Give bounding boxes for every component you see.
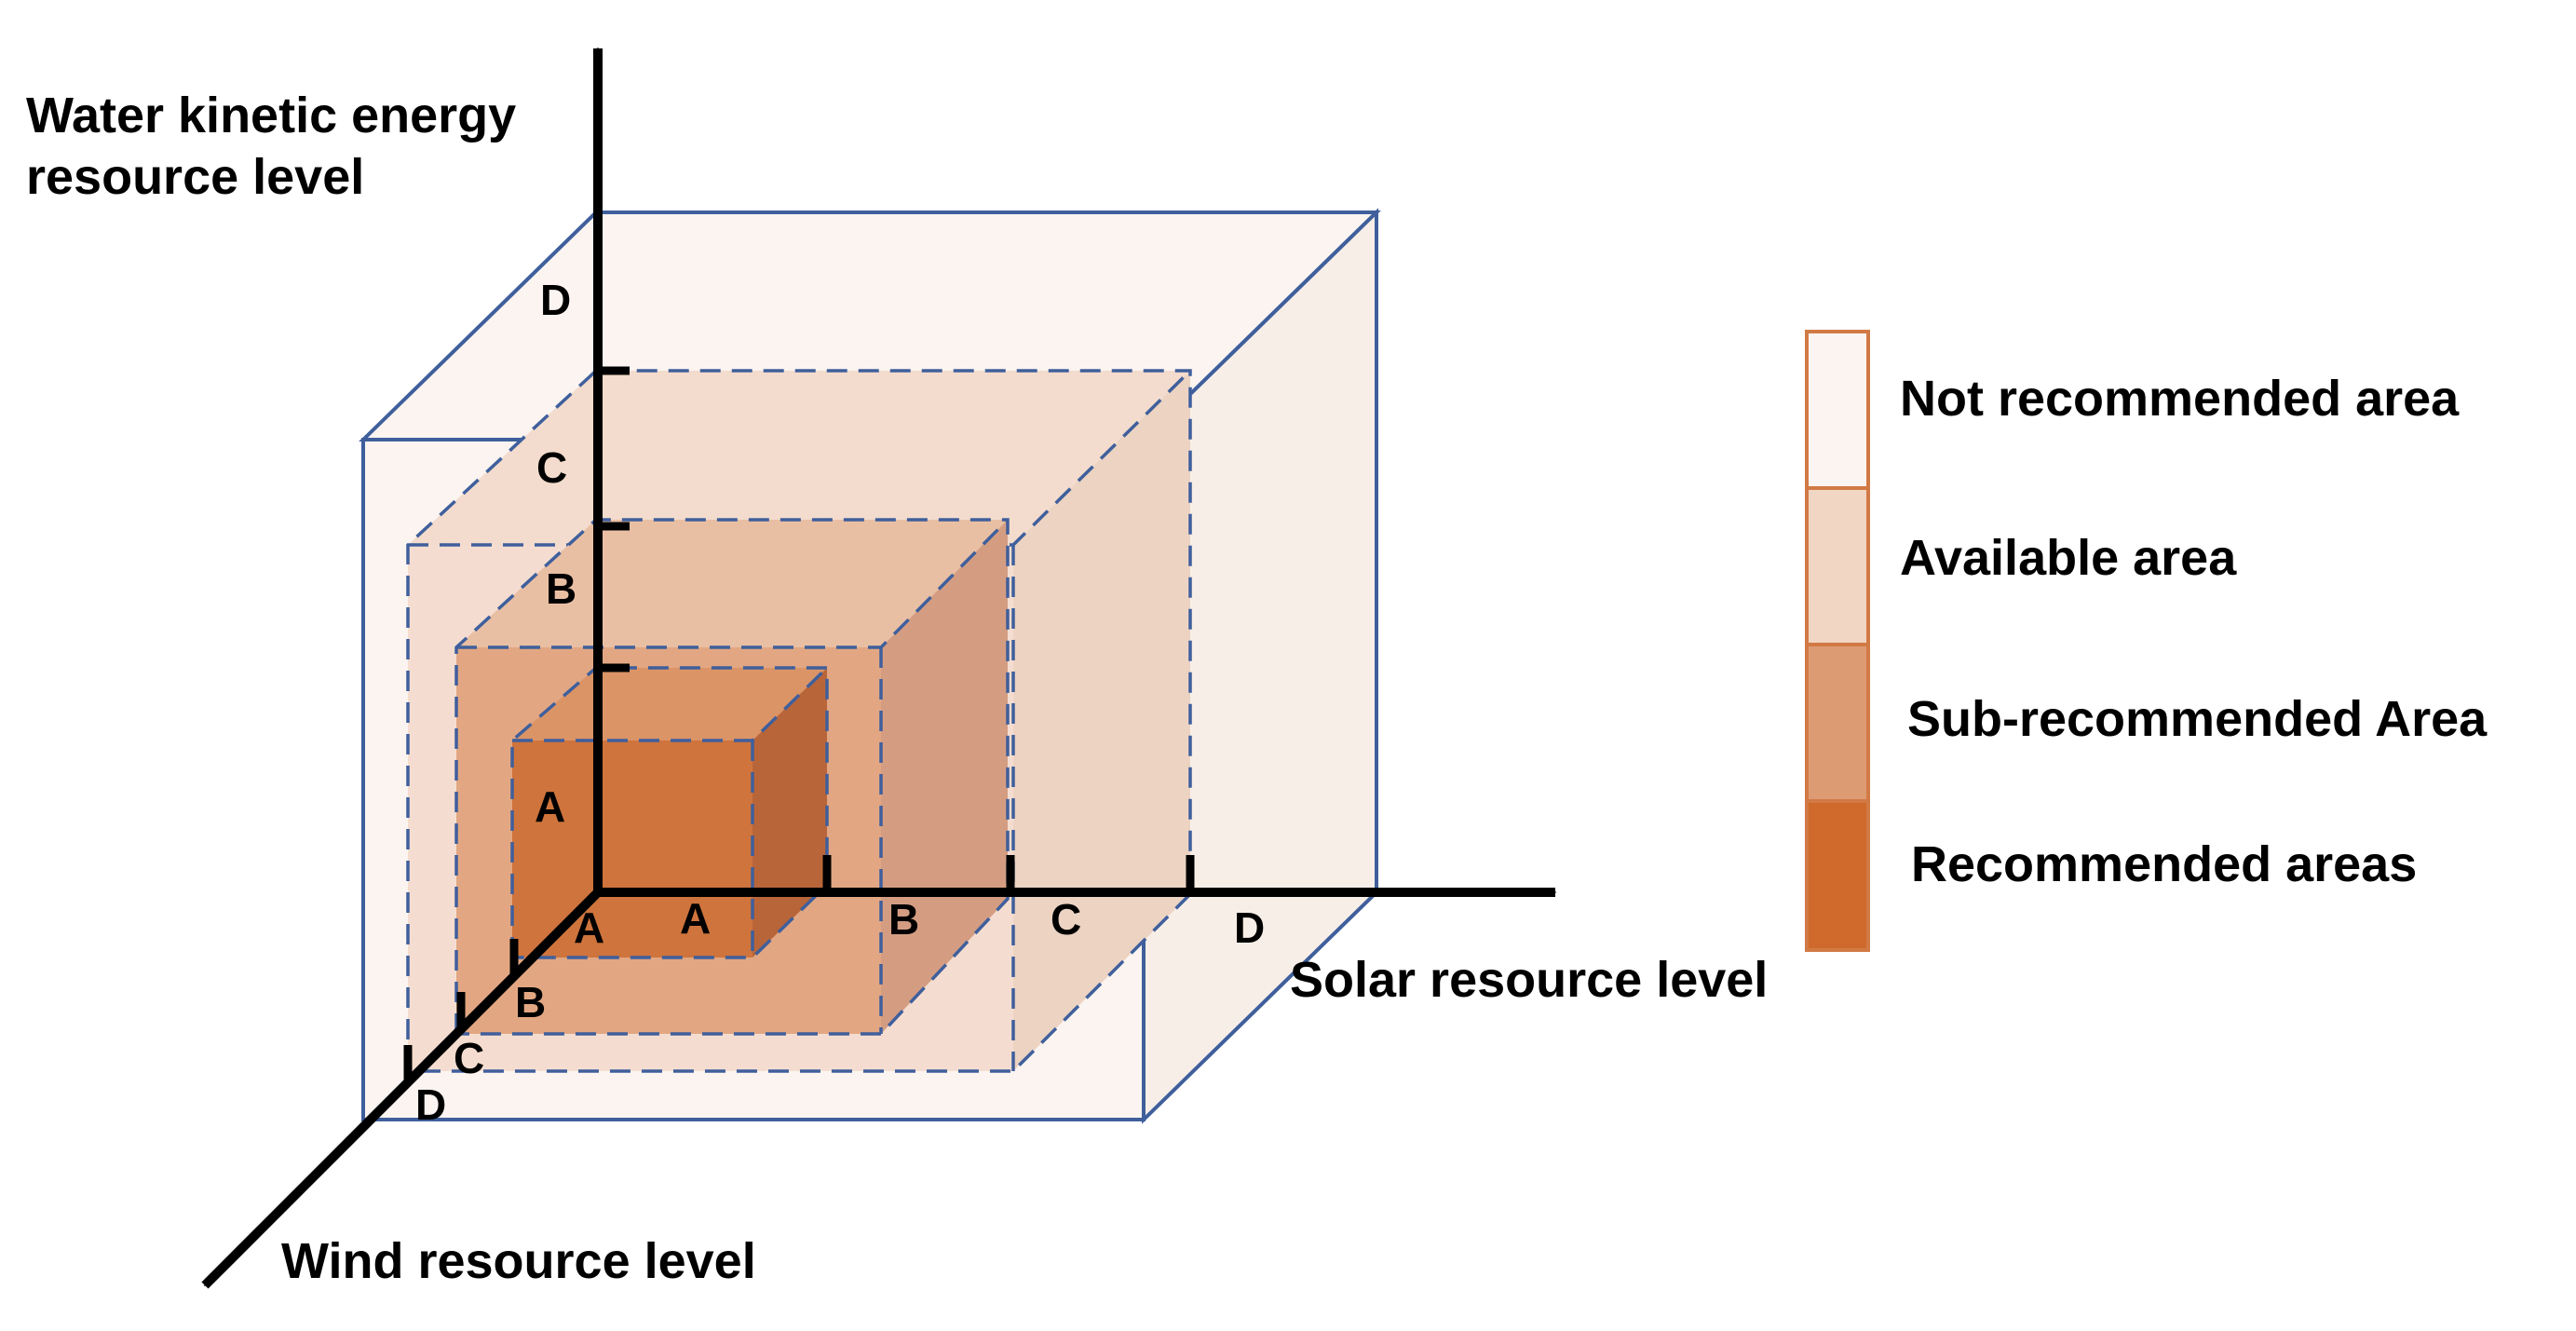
legend-label-not-recommended: Not recommended area <box>1900 371 2460 427</box>
legend-label-sub-recommended: Sub-recommended Area <box>1907 691 2488 747</box>
legend-label-recommended: Recommended areas <box>1911 836 2417 892</box>
wind-axis-title: Wind resource level <box>281 1233 756 1289</box>
water-axis-title-line1: Water kinetic energy <box>26 88 516 143</box>
cube-b-right-face <box>881 520 1008 1034</box>
legend-label-available: Available area <box>1900 530 2237 586</box>
legend: Not recommended area Available area Sub-… <box>1805 330 2488 952</box>
solar-axis-title: Solar resource level <box>1290 952 1768 1008</box>
solar-tick-label-a: A <box>680 894 711 943</box>
solar-tick-label-c: C <box>1051 895 1081 944</box>
legend-swatch-sub-recommended <box>1805 643 1870 803</box>
legend-swatch-available <box>1805 486 1870 646</box>
water-axis-title-line2: resource level <box>26 149 364 205</box>
water-tick-label-a: A <box>535 782 565 831</box>
solar-tick-label-d: D <box>1234 903 1265 952</box>
wind-tick-label-d: D <box>415 1080 446 1129</box>
cube-level-a <box>510 666 829 959</box>
legend-swatch-recommended <box>1805 799 1870 952</box>
cube-a-front-face <box>512 740 752 958</box>
legend-swatch-not-recommended <box>1805 330 1870 490</box>
axes <box>201 47 1557 1289</box>
water-tick-label-b: B <box>546 564 576 613</box>
wind-tick-label-c: C <box>454 1034 484 1082</box>
cube-a-right-face <box>752 668 827 958</box>
water-tick-label-d: D <box>540 276 571 324</box>
solar-tick-label-b: B <box>888 895 919 944</box>
wind-axis <box>201 889 602 1289</box>
cube-a-top-face <box>512 668 827 740</box>
cube-c-top-face <box>408 371 1190 545</box>
water-tick-label-c: C <box>536 443 567 492</box>
wind-tick-label-a: A <box>574 903 604 952</box>
wind-tick-label-b: B <box>515 978 546 1026</box>
